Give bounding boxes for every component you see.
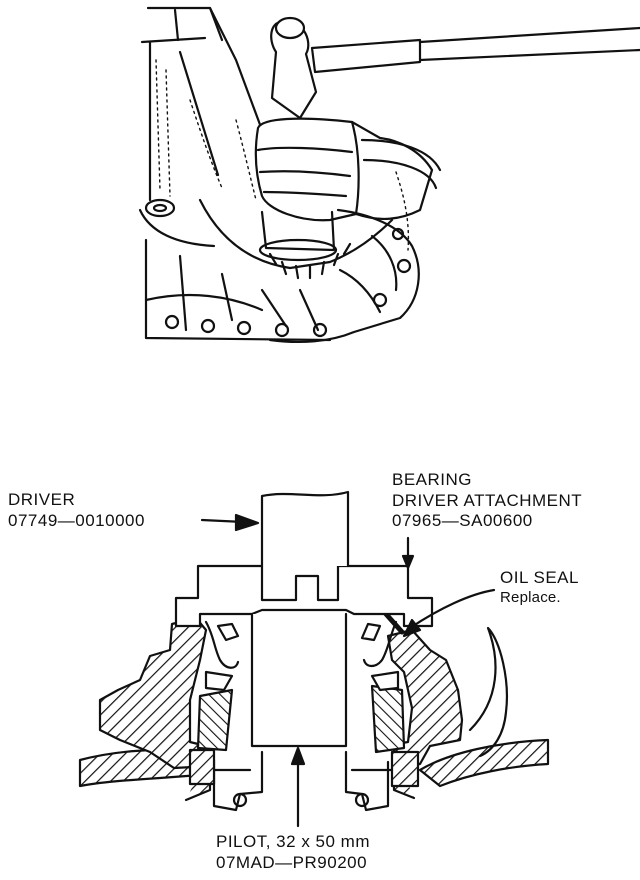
pilot-name: PILOT, 32 x 50 mm (216, 832, 370, 851)
hammer-and-driver-on-case-icon (138, 6, 640, 344)
attachment-part-number: 07965—SA00600 (392, 511, 533, 531)
pilot-label: PILOT, 32 x 50 mm 07MAD—PR90200 (216, 832, 370, 873)
attachment-line1: BEARING (392, 470, 473, 489)
attachment-label: BEARING DRIVER ATTACHMENT 07965—SA00600 (392, 470, 582, 532)
attachment-line2: DRIVER ATTACHMENT (392, 490, 583, 510)
driver-label: DRIVER 07749—0010000 (8, 490, 145, 531)
seal-installation-cross-section (78, 490, 550, 828)
driver-part-number: 07749—0010000 (8, 510, 145, 530)
pilot-part-number: 07MAD—PR90200 (216, 852, 368, 872)
oil-seal-note: Replace. (500, 588, 561, 606)
driver-name: DRIVER (8, 490, 76, 509)
oil-seal-name: OIL SEAL (500, 568, 579, 587)
oil-seal-label: OIL SEAL Replace. (500, 568, 579, 607)
